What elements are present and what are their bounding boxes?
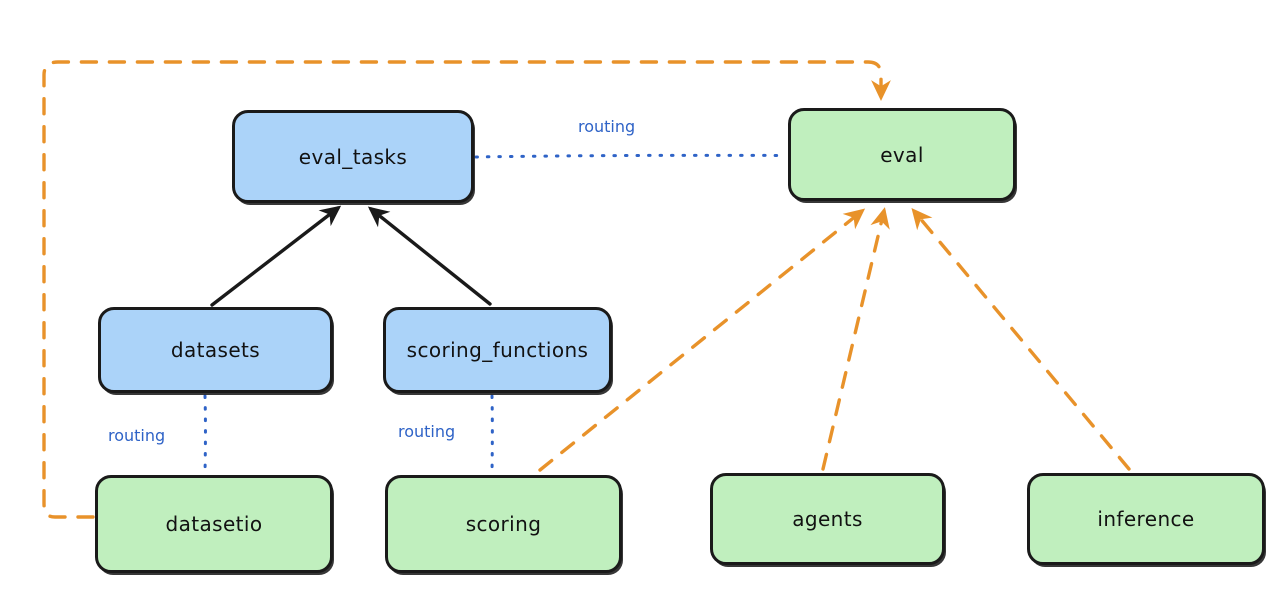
edge-scoring-functions-to-eval-tasks	[367, 206, 492, 306]
node-label-datasetio: datasetio	[165, 512, 263, 536]
node-agents[interactable]: agents	[710, 473, 945, 565]
edge-scoring-to-eval	[538, 208, 866, 472]
edge-datasetio-to-eval	[42, 60, 891, 519]
node-label-eval-tasks: eval_tasks	[298, 144, 408, 169]
node-scoring[interactable]: scoring	[385, 475, 622, 573]
node-scoring-functions[interactable]: scoring_functions	[383, 307, 612, 393]
node-inference[interactable]: inference	[1027, 473, 1265, 565]
node-label-scoring-functions: scoring_functions	[406, 338, 589, 362]
node-datasets[interactable]: datasets	[98, 307, 333, 393]
node-eval-tasks[interactable]: eval_tasks	[232, 110, 474, 203]
edge-inference-to-eval	[911, 207, 1131, 471]
edge-label-routing-datasets-datasetio: routing	[108, 426, 166, 445]
node-datasetio[interactable]: datasetio	[95, 475, 333, 573]
node-label-datasets: datasets	[170, 338, 261, 362]
edge-label-routing-scoring-functions-scoring: routing	[398, 422, 456, 441]
node-label-agents: agents	[792, 507, 863, 531]
node-label-inference: inference	[1097, 507, 1195, 531]
edge-datasets-to-eval-tasks	[210, 205, 342, 307]
node-label-scoring: scoring	[465, 512, 542, 536]
edge-label-routing-eval-tasks-eval: routing	[578, 117, 636, 136]
node-label-eval: eval	[880, 142, 924, 167]
edge-eval-tasks-to-eval	[474, 153, 788, 159]
node-eval[interactable]: eval	[788, 108, 1016, 201]
edge-agents-to-eval	[821, 207, 890, 471]
